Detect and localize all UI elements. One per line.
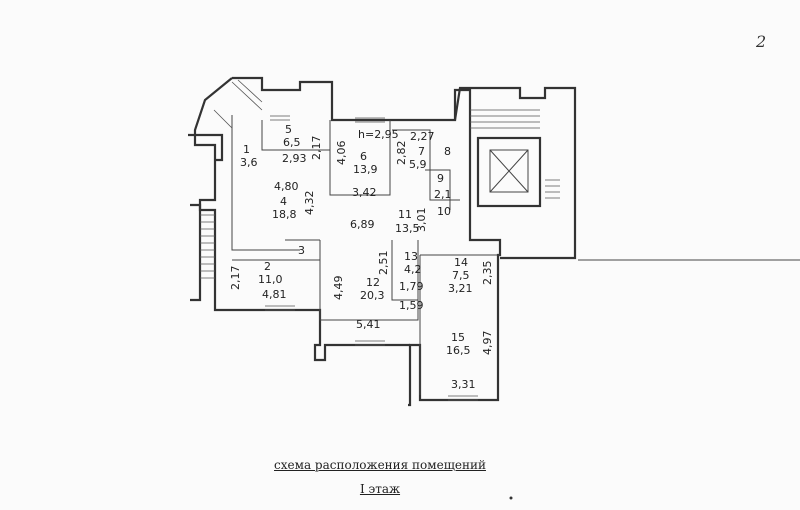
room-14-height: 2,35 [481,261,494,286]
room-14-area: 7,5 [452,269,470,282]
room-5-area: 6,5 [283,136,301,149]
room-1-number: 1 [243,143,250,156]
page-mark: 2 [755,32,766,51]
room-12-width: 5,41 [356,318,381,331]
room-13-area: 4,2 [404,263,422,276]
room-7-top: 2,27 [410,130,435,143]
room-1-area: 3,6 [240,156,258,169]
room-6-area: 13,9 [353,163,378,176]
room-12-number: 12 [366,276,380,289]
room-11-width: 6,89 [350,218,375,231]
room-3-number: 3 [298,244,305,257]
room-2-height: 2,17 [229,266,242,291]
room-6-ceiling: h=2,95 [358,128,399,141]
room-15-number: 15 [451,331,465,344]
room-12-area: 20,3 [360,289,385,302]
room-4-number: 4 [280,195,287,208]
room-4-top: 4,80 [274,180,299,193]
room-11-number: 11 [398,208,412,221]
room-15-width: 3,31 [451,378,476,391]
room-5-number: 5 [285,123,292,136]
room-7-height: 2,82 [395,141,408,166]
room-5-height: 2,17 [310,136,323,161]
room-13-width: 1,79 [399,280,424,293]
caption-floor: I этаж [359,482,401,496]
room-13-number: 13 [404,250,418,263]
room-12-height-2: 2,51 [377,251,390,276]
room-9-number: 9 [437,172,444,185]
room-14-width: 3,21 [448,282,473,295]
room-4-area: 18,8 [272,208,297,221]
inner-walls [231,115,500,395]
room-8-number: 8 [444,145,451,158]
room-15-height: 4,97 [481,331,494,356]
room-6-height: 4,06 [335,141,348,166]
room-5-width: 2,93 [282,152,307,165]
room-11-area: 13,5 [395,222,420,235]
caption-title: схема расположения помещений [274,458,486,472]
room-14-number: 14 [454,256,468,269]
room-6-number: 6 [360,150,367,163]
room-9-area: 2,1 [434,188,452,201]
room-2-area: 11,0 [258,273,283,286]
room-6-width: 3,42 [352,186,377,199]
room-7-area: 5,9 [409,158,427,171]
room-11-height: 3,01 [415,208,428,233]
room-10-number: 10 [437,205,451,218]
room-4-height: 4,32 [303,191,316,216]
room-13-width-2: 1,59 [399,299,424,312]
room-15-area: 16,5 [446,344,471,357]
stair-core [200,79,560,279]
room-7-number: 7 [418,145,425,158]
room-2-width: 4,81 [262,288,287,301]
room-12-height: 4,49 [332,276,345,301]
room-2-number: 2 [264,260,271,273]
room-labels: 1 3,6 5 6,5 2,93 2,17 h=2,95 6 13,9 4,06… [229,123,494,391]
window-marks [265,115,478,401]
